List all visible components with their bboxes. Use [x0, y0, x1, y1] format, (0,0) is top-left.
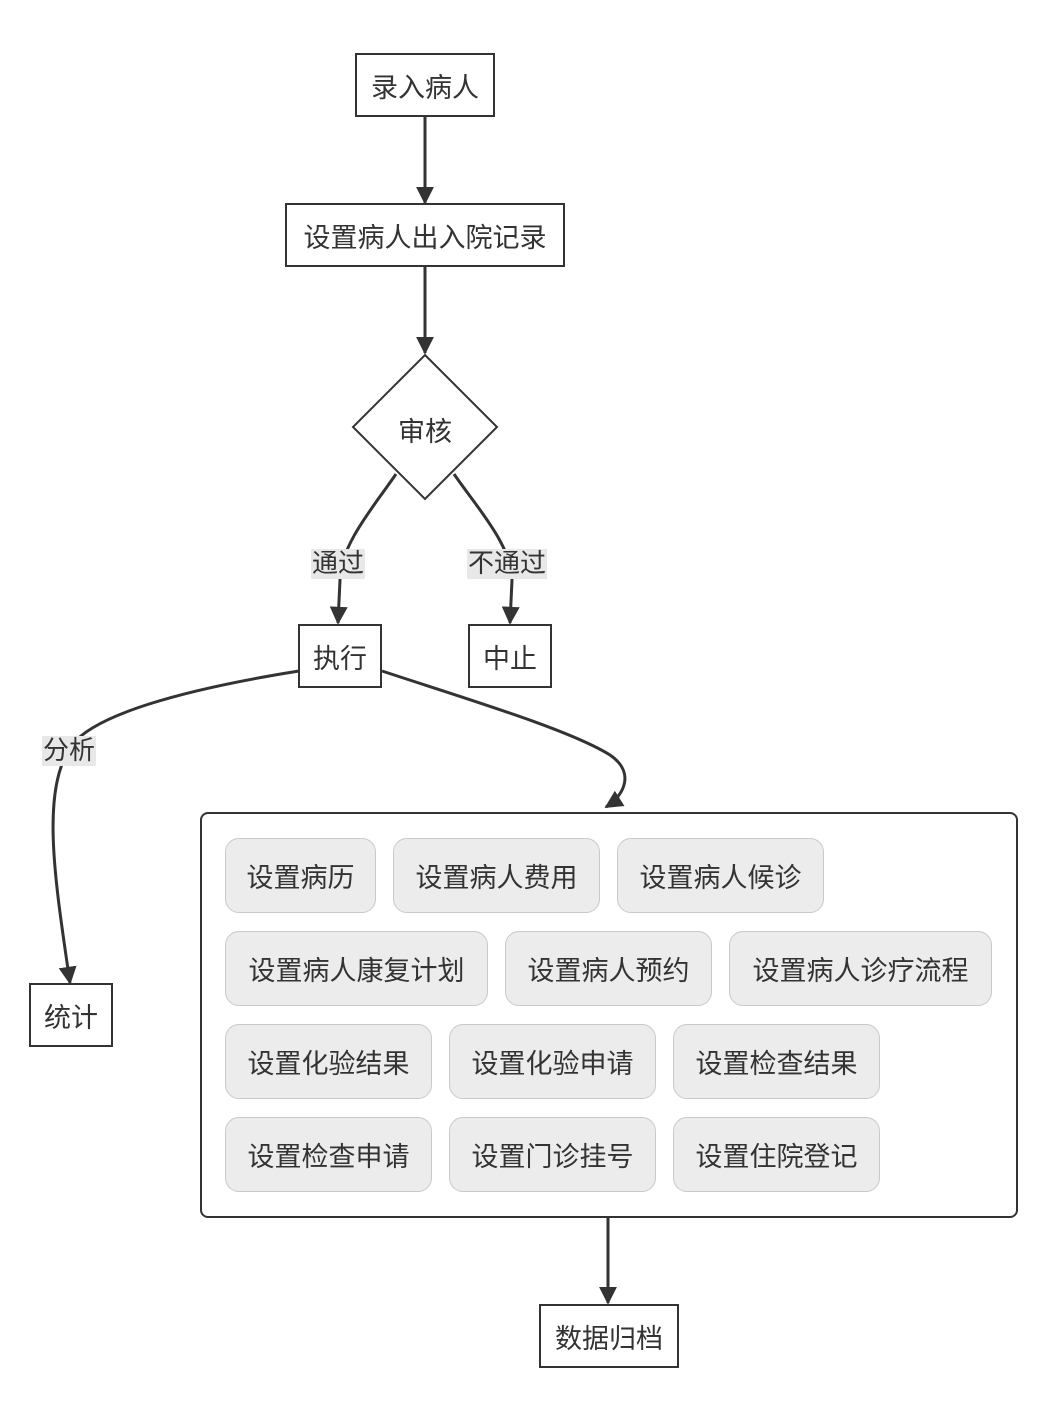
pass-edge-label: 通过 — [311, 549, 366, 579]
set-admission-record-label: 设置病人出入院记录 — [303, 222, 547, 254]
set-admission-record-node: 设置病人出入院记录 — [285, 203, 565, 267]
execute-label: 执行 — [313, 643, 367, 675]
settings-item: 设置病人费用 — [393, 838, 600, 913]
statistics-node: 统计 — [29, 983, 113, 1047]
edge-execute-to-group — [381, 669, 627, 809]
data-archive-label: 数据归档 — [555, 1323, 663, 1355]
settings-item: 设置门诊挂号 — [449, 1117, 656, 1192]
settings-item: 设置化验申请 — [449, 1024, 656, 1099]
settings-item: 设置病人候诊 — [617, 838, 824, 913]
execute-node: 执行 — [298, 624, 382, 688]
abort-label: 中止 — [483, 643, 537, 675]
settings-item: 设置检查申请 — [225, 1117, 432, 1192]
settings-item: 设置检查结果 — [673, 1024, 880, 1099]
fail-edge-label: 不通过 — [467, 549, 548, 579]
enter-patient-node: 录入病人 — [355, 53, 495, 117]
statistics-label: 统计 — [44, 1002, 98, 1034]
settings-item: 设置病历 — [225, 838, 376, 913]
settings-item: 设置病人康复计划 — [225, 931, 488, 1006]
settings-item: 设置化验结果 — [225, 1024, 432, 1099]
abort-node: 中止 — [468, 624, 552, 688]
settings-item: 设置病人预约 — [505, 931, 712, 1006]
review-label: 审核 — [398, 417, 452, 448]
data-archive-node: 数据归档 — [539, 1304, 679, 1368]
analyze-edge-label: 分析 — [42, 736, 97, 766]
enter-patient-label: 录入病人 — [371, 72, 479, 104]
settings-item: 设置住院登记 — [673, 1117, 880, 1192]
review-diamond — [351, 353, 499, 501]
settings-item: 设置病人诊疗流程 — [729, 931, 992, 1006]
